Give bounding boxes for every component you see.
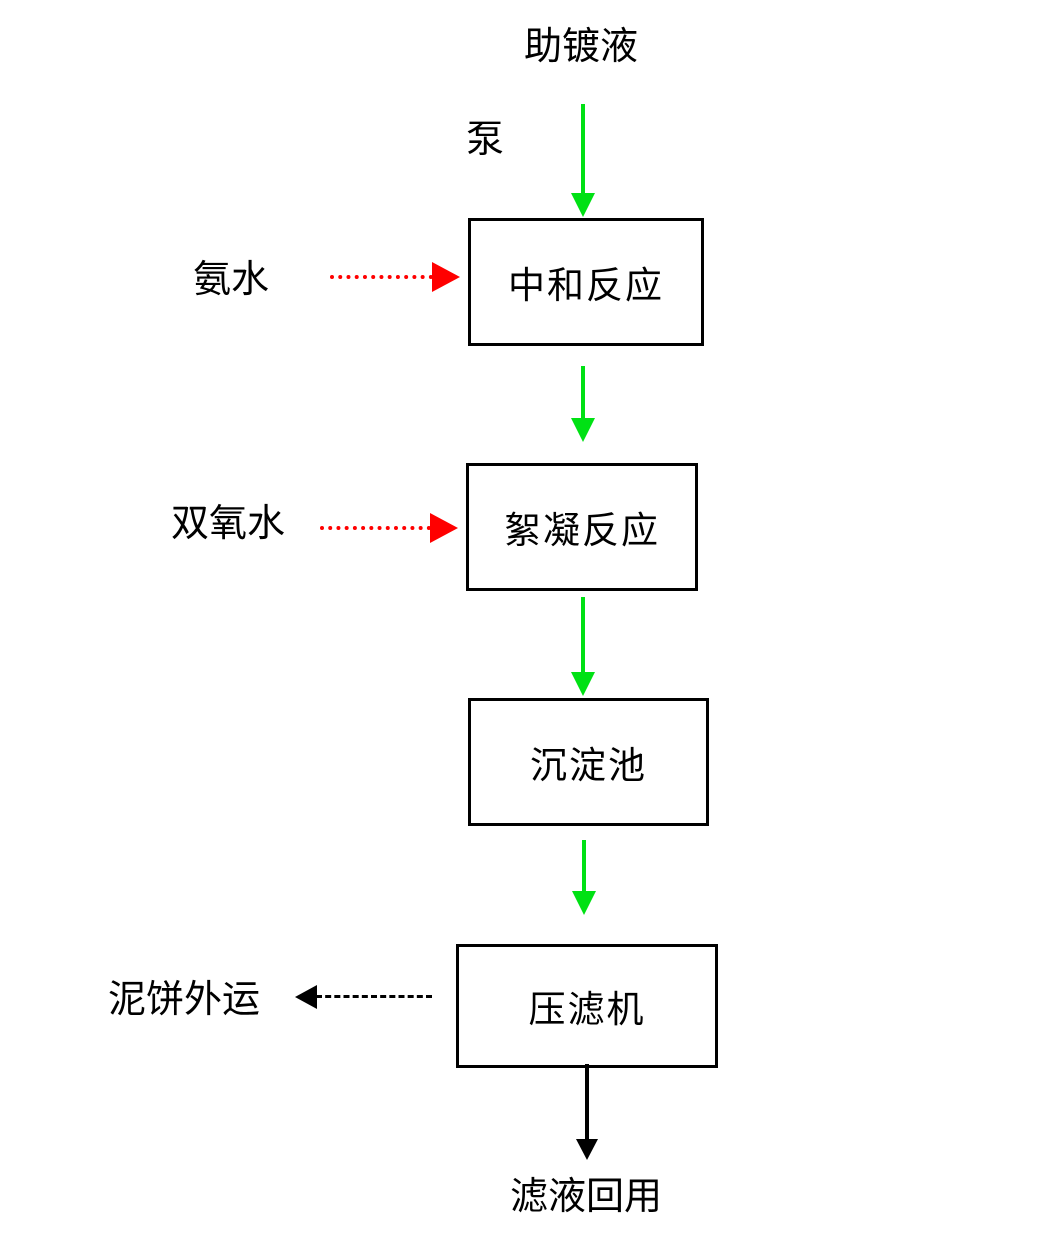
arrow-down-head [576,1139,598,1160]
flow-arrow-source-to-neutralization [571,104,595,217]
arrow-down-head [571,193,595,217]
ammonia-label: 氨水 [193,259,270,301]
sludge-out-arrow [295,985,432,1009]
stage-box-sedimentation: 沉淀池 [468,698,709,826]
flow-arrow-neutralization-to-flocculation [571,366,595,442]
arrow-right-head [432,262,460,292]
stage-label-flocculation: 絮凝反应 [504,511,660,552]
arrow-down-head [571,418,595,442]
filtrate-reuse-label: 滤液回用 [510,1176,663,1218]
stage-box-filter-press: 压滤机 [456,944,718,1068]
stage-label-neutralization: 中和反应 [508,266,664,307]
source-label: 助镀液 [524,26,639,68]
arrow-shaft [581,366,585,420]
pump-label: 泵 [466,119,505,161]
stage-box-neutralization: 中和反应 [468,218,704,346]
hydrogen-peroxide-dosing-arrow [320,513,458,543]
arrow-left-head [295,985,317,1009]
arrow-shaft [320,526,431,530]
arrow-shaft [585,1064,589,1141]
hydrogen-peroxide-label: 双氧水 [171,503,286,545]
arrow-shaft [581,597,585,674]
arrow-shaft [330,275,433,279]
ammonia-dosing-arrow [330,262,460,292]
arrow-shaft [316,995,432,998]
stage-label-sedimentation: 沉淀池 [530,746,647,787]
arrow-down-head [572,891,596,915]
stage-box-flocculation: 絮凝反应 [466,463,698,591]
stage-label-filter-press: 压滤机 [528,990,646,1031]
flow-arrow-flocculation-to-sedimentation [571,597,595,696]
flow-arrow-sedimentation-to-filterpress [572,840,596,915]
arrow-shaft [581,104,585,195]
arrow-shaft [582,840,586,893]
sludge-out-label: 泥饼外运 [108,979,261,1021]
arrow-right-head [430,513,458,543]
filtrate-out-arrow [576,1064,598,1160]
arrow-down-head [571,672,595,696]
